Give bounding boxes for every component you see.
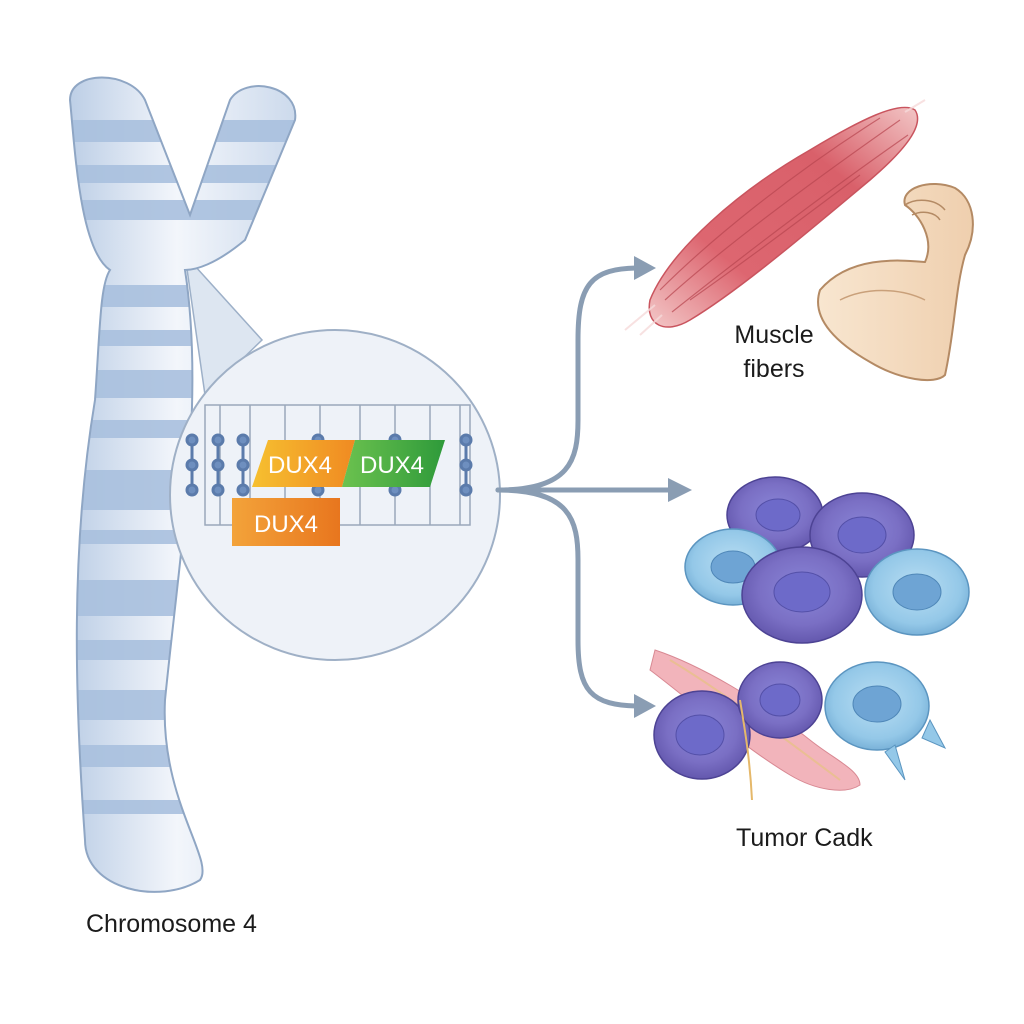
flexed-arm-icon	[817, 183, 974, 382]
tumor-cell	[653, 690, 751, 780]
gene-box-dux4-3: DUX4	[232, 498, 340, 546]
gene-label: DUX4	[360, 452, 424, 479]
arrow-down	[495, 487, 643, 709]
tumor-cell	[824, 661, 947, 781]
chromosome-label: Chromosome 4	[86, 910, 257, 938]
gene-label: DUX4	[254, 511, 318, 538]
gene-box-dux4-2: DUX4	[342, 440, 445, 487]
tumor-cell	[741, 546, 863, 644]
gene-box-dux4-1: DUX4	[252, 440, 355, 487]
tumor-cells-icon	[649, 476, 970, 801]
tumor-cell	[737, 661, 823, 739]
vessel	[739, 699, 753, 801]
arrowheads	[634, 256, 692, 718]
muscle-label-line1: Muscle	[734, 321, 814, 349]
muscle-fiber-icon	[624, 99, 926, 336]
branch-arrows	[495, 265, 683, 709]
muscle-fibers-label: Muscle fibers	[722, 318, 826, 386]
chromosome-outline	[68, 76, 297, 893]
tumor-label: Tumor Cadk	[736, 824, 873, 852]
arrow-up	[495, 265, 643, 493]
muscle-label-line2: fibers	[743, 355, 805, 383]
gene-zoom-circle: DUX4 DUX4 DUX4	[169, 329, 501, 661]
gene-label: DUX4	[268, 452, 332, 479]
tumor-cell	[864, 548, 970, 636]
